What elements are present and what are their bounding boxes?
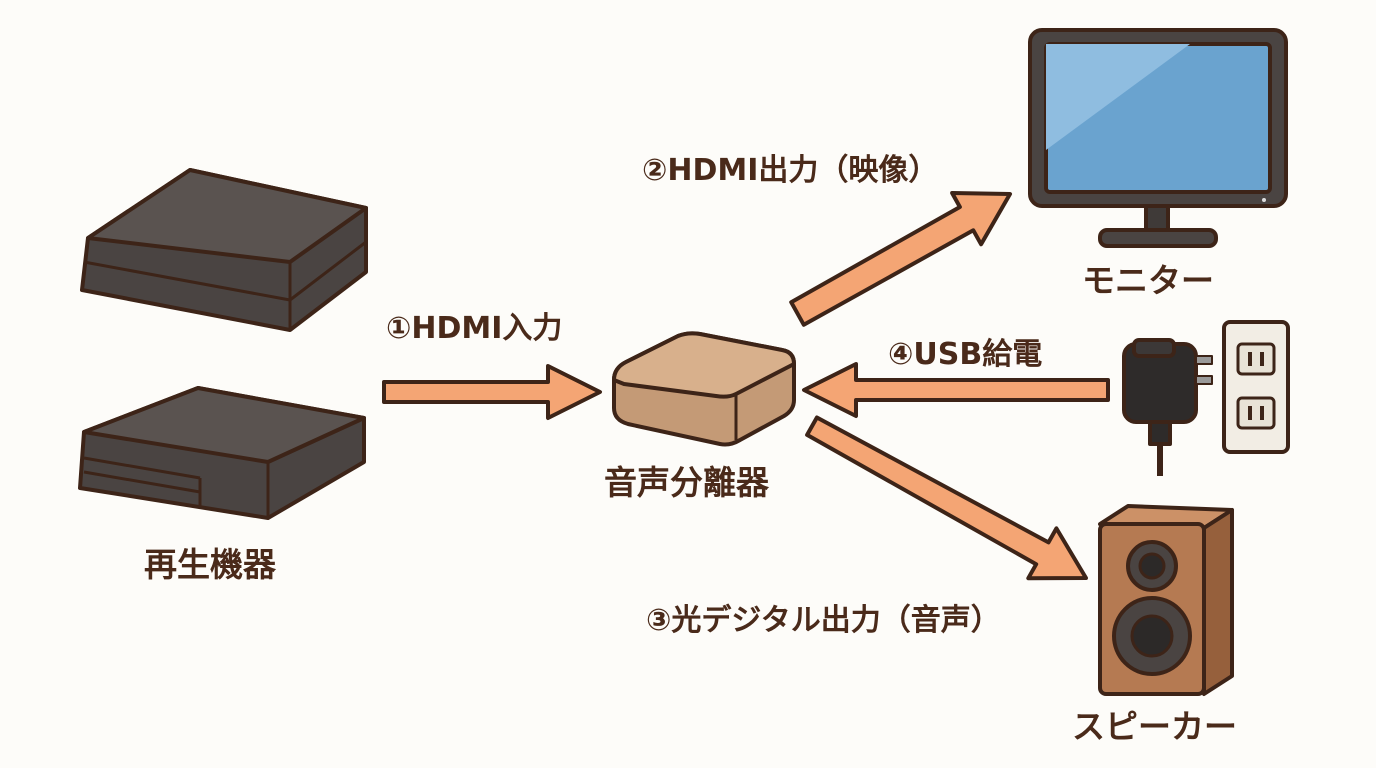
arrow-hdmi-out	[789, 191, 1012, 327]
label-speaker: スピーカー	[1072, 707, 1237, 746]
label-separator: 音声分離器	[604, 463, 769, 502]
arrow-hdmi-in	[382, 364, 602, 420]
player-box-icon	[78, 386, 366, 520]
audio-separator-icon	[612, 331, 796, 447]
speaker-icon	[1098, 504, 1234, 696]
game-console-icon	[80, 168, 368, 332]
label-monitor: モニター	[1082, 261, 1214, 300]
label-optical-out: ③光デジタル出力（音声）	[646, 603, 1001, 638]
arrow-usb-power	[802, 362, 1110, 418]
arrow-optical-out	[805, 415, 1088, 581]
label-usb-power: ④USB給電	[888, 337, 1043, 372]
wall-outlet-icon	[1222, 320, 1290, 454]
label-hdmi-out: ②HDMI出力（映像）	[642, 153, 939, 188]
label-player: 再生機器	[144, 545, 276, 584]
usb-power-adapter-icon	[1122, 338, 1213, 476]
monitor-icon	[1028, 28, 1288, 248]
label-hdmi-in: ①HDMI入力	[386, 311, 563, 346]
